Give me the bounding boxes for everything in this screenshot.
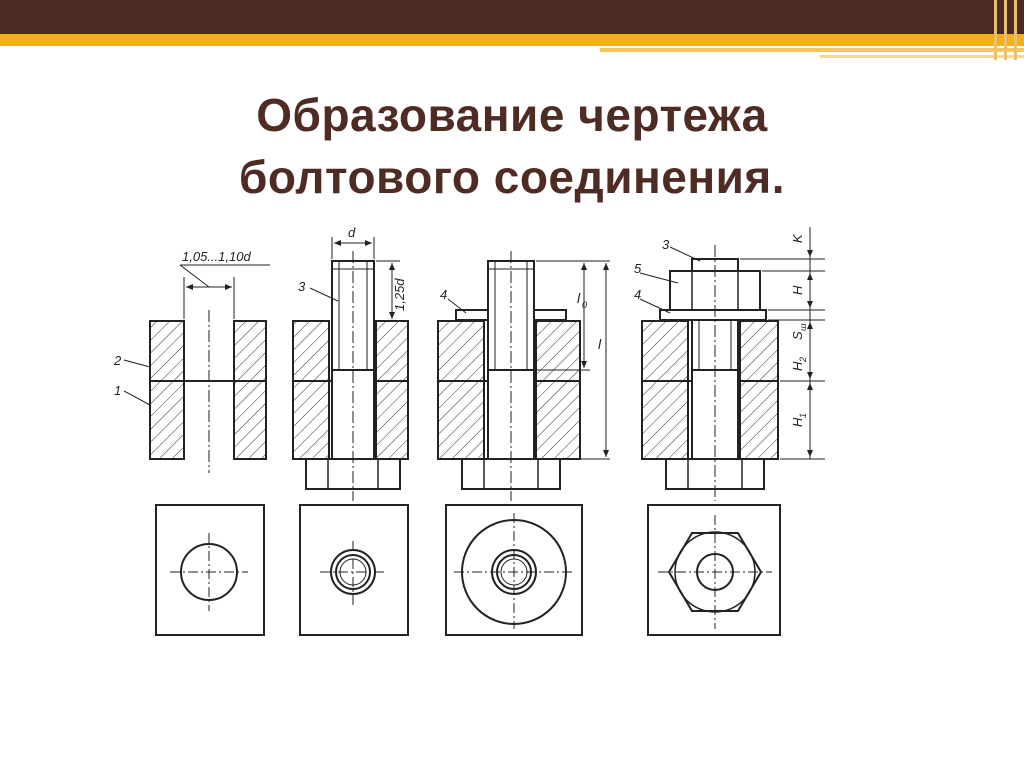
plate-thickness-H2-subscript: 2	[798, 357, 808, 363]
plate-thickness-H2-label: H	[790, 361, 805, 371]
bolt-diameter-label: d	[348, 225, 356, 240]
washer-thickness-S-label: S	[790, 331, 805, 340]
figure-2-bolt-inserted: d 1,25d 3	[292, 225, 409, 636]
washer-thickness-S-subscript: ш	[798, 323, 808, 331]
nut-height-H-label: H	[790, 285, 805, 295]
washer-label-4: 4	[440, 287, 447, 302]
header-accent-line-2	[820, 55, 1024, 58]
thread-length-l0-subscript: 0	[582, 300, 587, 310]
plate-thickness-H1-label: H	[790, 417, 805, 427]
head-height-K-label: K	[790, 233, 805, 243]
figure-4-nut-added: 3 5 4 K H S ш H 2 H 1	[634, 227, 825, 636]
part-label-1: 1	[114, 383, 121, 398]
slide-title-line-2: болтового соединения.	[238, 151, 786, 203]
plate-thickness-H1-subscript: 1	[798, 413, 808, 418]
header-bar-dark	[0, 0, 1024, 34]
bolt-connection-drawing: 1,05...1,10d 2 1	[113, 225, 825, 636]
hole-diameter-label: 1,05...1,10d	[182, 249, 251, 264]
slide-title-line-1: Образование чертежа	[256, 89, 768, 141]
part-label-2: 2	[113, 353, 122, 368]
thread-length-l0-label: l	[577, 290, 581, 306]
washer-label-4: 4	[634, 287, 641, 302]
figure-1-plates-with-hole: 1,05...1,10d 2 1	[113, 249, 270, 636]
bolt-length-l-label: l	[598, 336, 602, 352]
header-edge-stripe	[994, 0, 997, 60]
bolt-label-3: 3	[662, 237, 670, 252]
header-bar-gold	[0, 34, 1024, 46]
figure-3-washer-added: 4 l 0 l	[437, 251, 610, 636]
header-accent-line	[600, 48, 1024, 52]
header-edge-stripe	[1014, 0, 1017, 60]
thread-length-label: 1,25d	[392, 278, 407, 311]
header-edge-stripe	[1004, 0, 1007, 60]
nut-label-5: 5	[634, 261, 642, 276]
bolt-label-3: 3	[298, 279, 306, 294]
